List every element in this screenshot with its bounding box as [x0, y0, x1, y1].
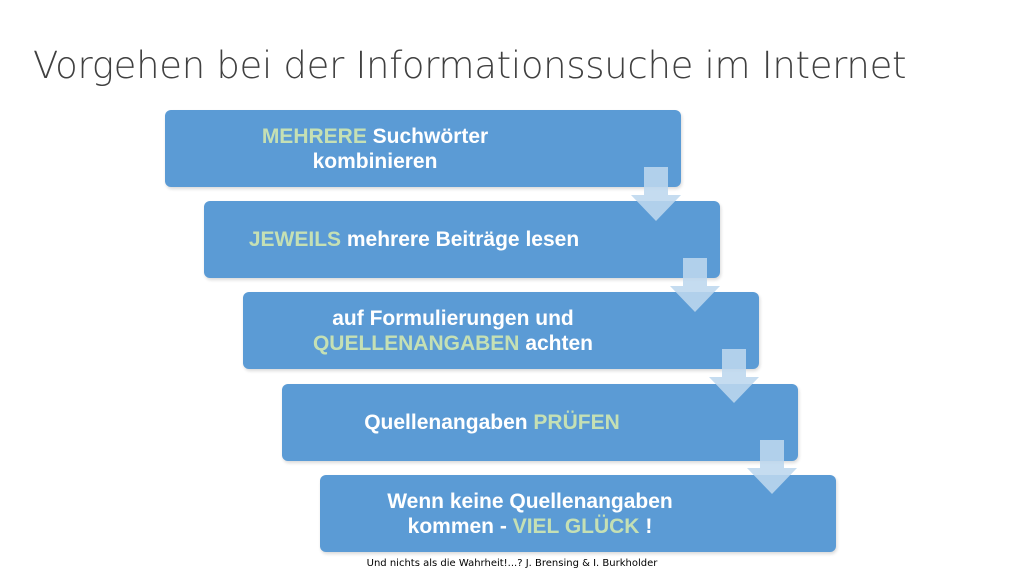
step-3-highlight: QUELLENANGABEN: [312, 331, 520, 355]
step-4-text: Quellenangaben: [364, 411, 534, 434]
down-arrow-icon-1: [631, 167, 681, 221]
step-1-highlight: MEHRERE: [261, 124, 367, 148]
step-text-2: JEWEILS mehrere Beiträge lesen: [204, 201, 624, 278]
step-1-text: Suchwörter: [366, 124, 489, 148]
step-3-text-line2: achten: [519, 331, 594, 355]
step-5-highlight: VIEL GLÜCK: [512, 514, 640, 538]
step-text-3: auf Formulierungen und QUELLENANGABEN ac…: [243, 292, 663, 369]
step-text-4: Quellenangaben PRÜFEN: [282, 384, 702, 461]
down-arrow-icon-3: [709, 349, 759, 403]
step-box-5: Wenn keine Quellenangaben kommen - VIEL …: [320, 475, 836, 552]
step-text-1: MEHRERE Suchwörter kombinieren: [165, 110, 585, 187]
step-text-5: Wenn keine Quellenangaben kommen - VIEL …: [320, 475, 740, 552]
slide-title: Vorgehen bei der Informationssuche im In…: [33, 44, 907, 87]
step-2-highlight: JEWEILS: [248, 228, 342, 251]
step-3-text: auf Formulierungen und: [332, 306, 574, 330]
down-arrow-icon-2: [670, 258, 720, 312]
step-box-2: JEWEILS mehrere Beiträge lesen: [204, 201, 720, 278]
step-box-3: auf Formulierungen und QUELLENANGABEN ac…: [243, 292, 759, 369]
step-1-text-line2: kombinieren: [312, 149, 438, 173]
slide-footer: Und nichts als die Wahrheit!...? J. Bren…: [366, 558, 658, 569]
step-2-text: mehrere Beiträge lesen: [341, 228, 580, 251]
down-arrow-icon-4: [747, 440, 797, 494]
step-5-text-end: !: [639, 514, 653, 538]
step-4-highlight: PRÜFEN: [533, 411, 620, 434]
step-box-4: Quellenangaben PRÜFEN: [282, 384, 798, 461]
step-box-1: MEHRERE Suchwörter kombinieren: [165, 110, 681, 187]
step-5-text: Wenn keine Quellenangaben: [387, 489, 673, 513]
step-5-text-line2: kommen -: [407, 514, 513, 538]
